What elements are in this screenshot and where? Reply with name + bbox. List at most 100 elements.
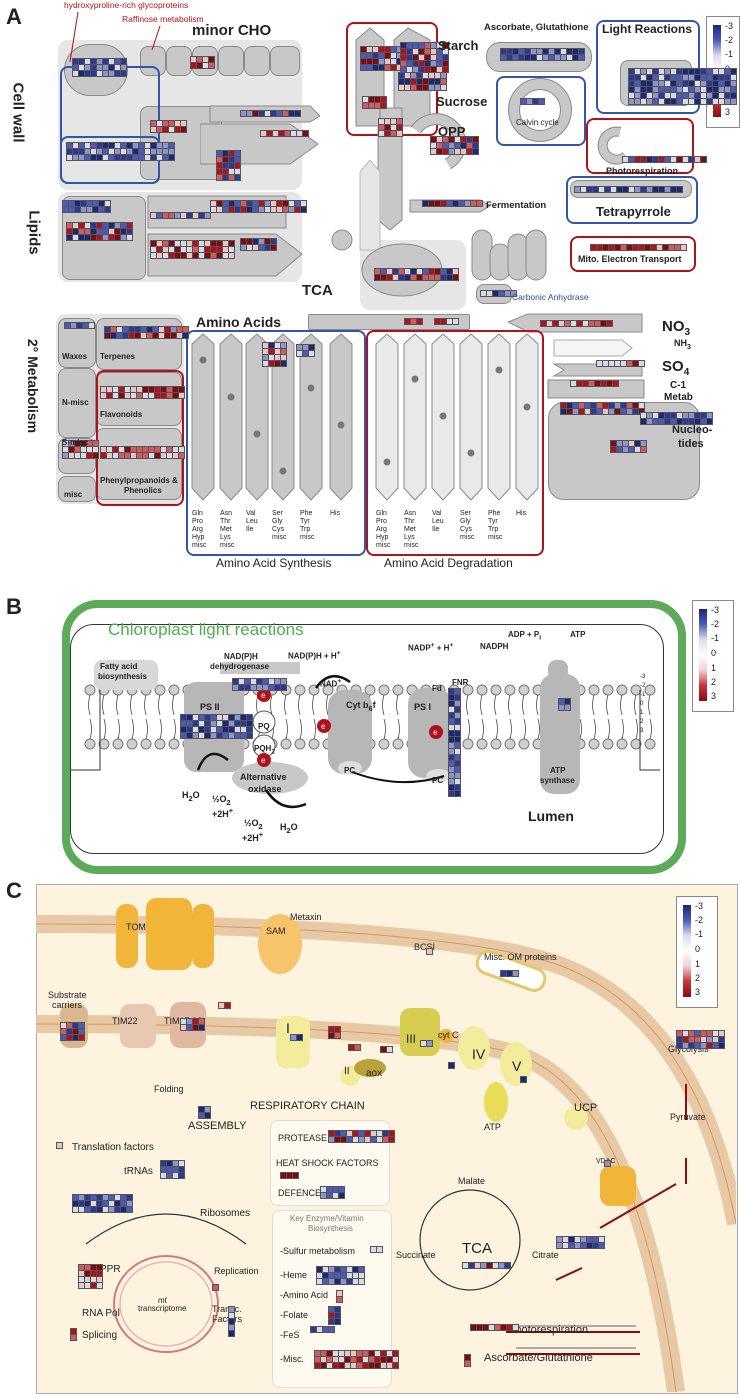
light-reactions-label-1: Light Reactions <box>602 22 692 36</box>
terpenes-label: Terpenes <box>100 352 135 361</box>
aa-name: Met <box>404 526 416 533</box>
heatmap-cells <box>328 1306 341 1325</box>
heat-shock-label: HEAT SHOCK FACTORS <box>276 1158 379 1168</box>
replication-label: Replication <box>214 1266 259 1276</box>
ndh-label-2: dehydrogenase <box>210 662 270 671</box>
lipid-head <box>588 684 600 696</box>
aa-column <box>271 333 295 501</box>
h2o-label-2: H2O <box>280 822 298 835</box>
heatmap-cells <box>520 1076 527 1083</box>
aa-column <box>299 333 323 501</box>
heatmap-cells <box>362 96 387 109</box>
aa-name: Ser <box>460 510 471 517</box>
h2o-1-o: O <box>192 790 200 800</box>
glycolysis-label: Glycolysis <box>668 1044 709 1054</box>
membrane-scale-tick: -3 <box>640 674 646 680</box>
cytc-protein <box>439 1029 453 1043</box>
ucp-protein <box>564 1106 588 1130</box>
light-reactions-frame <box>596 20 700 114</box>
complex-i-label: I <box>286 1020 290 1036</box>
heatmap-cells <box>374 268 459 281</box>
heatmap-cells <box>596 360 645 367</box>
aa-name: Lys <box>220 534 231 541</box>
heatmap-cells <box>190 56 215 69</box>
heatmap-cells <box>558 698 571 711</box>
aa-name: His <box>516 510 527 517</box>
aa-dot <box>523 403 531 411</box>
aa-column <box>459 333 483 501</box>
alt-oxidase-label-2: oxidase <box>248 784 282 794</box>
legend-tick: -1 <box>725 49 734 59</box>
assembly-label: ASSEMBLY <box>188 1120 247 1132</box>
legend-tick: -1 <box>711 633 720 643</box>
heatmap-cells <box>232 678 287 691</box>
legend-tick: -3 <box>711 605 720 615</box>
heatmap-cells <box>426 948 433 955</box>
lipid-head <box>490 684 502 696</box>
malate-label: Malate <box>458 1176 486 1186</box>
ucp-label: UCP <box>574 1102 598 1114</box>
aa-synthesis-label: Amino Acid Synthesis <box>216 556 332 570</box>
lipid-head <box>168 738 180 750</box>
pc-label-2: PC <box>432 776 444 785</box>
heatmap-cells <box>100 446 185 459</box>
heatmap-cells <box>336 1290 343 1303</box>
nadp-label: NADP+ + H+ <box>408 642 454 653</box>
nh3-text: NH <box>674 338 687 348</box>
aa-dot <box>495 366 503 374</box>
light-reactions-label: Light Reactions <box>602 22 693 36</box>
legend-tick: 3 <box>725 107 731 117</box>
vdac-channel <box>600 1166 636 1206</box>
aa-name: Asn <box>404 510 417 517</box>
mt-transcriptome <box>113 1255 219 1353</box>
lipid-head <box>602 684 614 696</box>
metaxin-label: Metaxin <box>290 912 322 922</box>
color-legend-b: -3 -2 -1 0 1 2 3 <box>692 600 734 712</box>
nucleotides-label-1: Nucleo- <box>672 424 713 436</box>
legend-tick: 2 <box>695 973 701 983</box>
heatmap-cells <box>430 136 479 155</box>
phenyl-label: Phenylpropanoids & <box>100 476 178 485</box>
aa-banner <box>308 314 470 330</box>
alt-oxidase <box>232 762 308 794</box>
ascorbate-label: Ascorbate, Glutathione <box>484 22 589 33</box>
asc-glu-label: Ascorbate/Glutathione <box>484 1352 593 1364</box>
pc-label-1: PC <box>344 766 356 775</box>
atp-label: ATP <box>570 630 586 639</box>
lipid-head <box>476 684 488 696</box>
mito-et-frame <box>570 236 696 272</box>
flux-arrows <box>506 1084 687 1355</box>
tetrapyrrole-label: Tetrapyrrole <box>596 204 671 219</box>
heatmap-cells <box>540 320 613 327</box>
lipid-head <box>462 738 474 750</box>
o2-label-2: ½O2 <box>244 818 263 831</box>
heatmap-cells <box>180 714 253 739</box>
lipid-head <box>84 684 96 696</box>
tom-complex <box>116 904 138 968</box>
heatmap-cells <box>560 402 645 415</box>
membrane-scale-tick: 0 <box>640 701 644 707</box>
phenyl-box <box>96 428 182 500</box>
nadp-text: NADP <box>408 643 431 653</box>
so4-text: SO <box>662 358 684 375</box>
so4-label: SO4 <box>662 358 689 378</box>
nh3-sub: 3 <box>687 343 691 351</box>
heatmap-cells <box>228 1306 235 1337</box>
succinate-label: Succinate <box>396 1250 436 1260</box>
aa-dot <box>439 412 447 420</box>
ribosomes-label: Ribosomes <box>200 1208 251 1219</box>
trnas-label: tRNAs <box>124 1166 153 1177</box>
aa-columns <box>191 333 539 501</box>
tim22-label: TIM22 <box>112 1016 138 1026</box>
heatmap-cells <box>500 48 585 61</box>
aa-column <box>329 333 353 501</box>
lipid-head <box>392 738 404 750</box>
fermentation-label: Fermentation <box>486 200 547 211</box>
heatmap-cells <box>360 46 403 71</box>
aa-name: Ile <box>432 526 440 533</box>
aa-name: Leu <box>246 518 258 525</box>
